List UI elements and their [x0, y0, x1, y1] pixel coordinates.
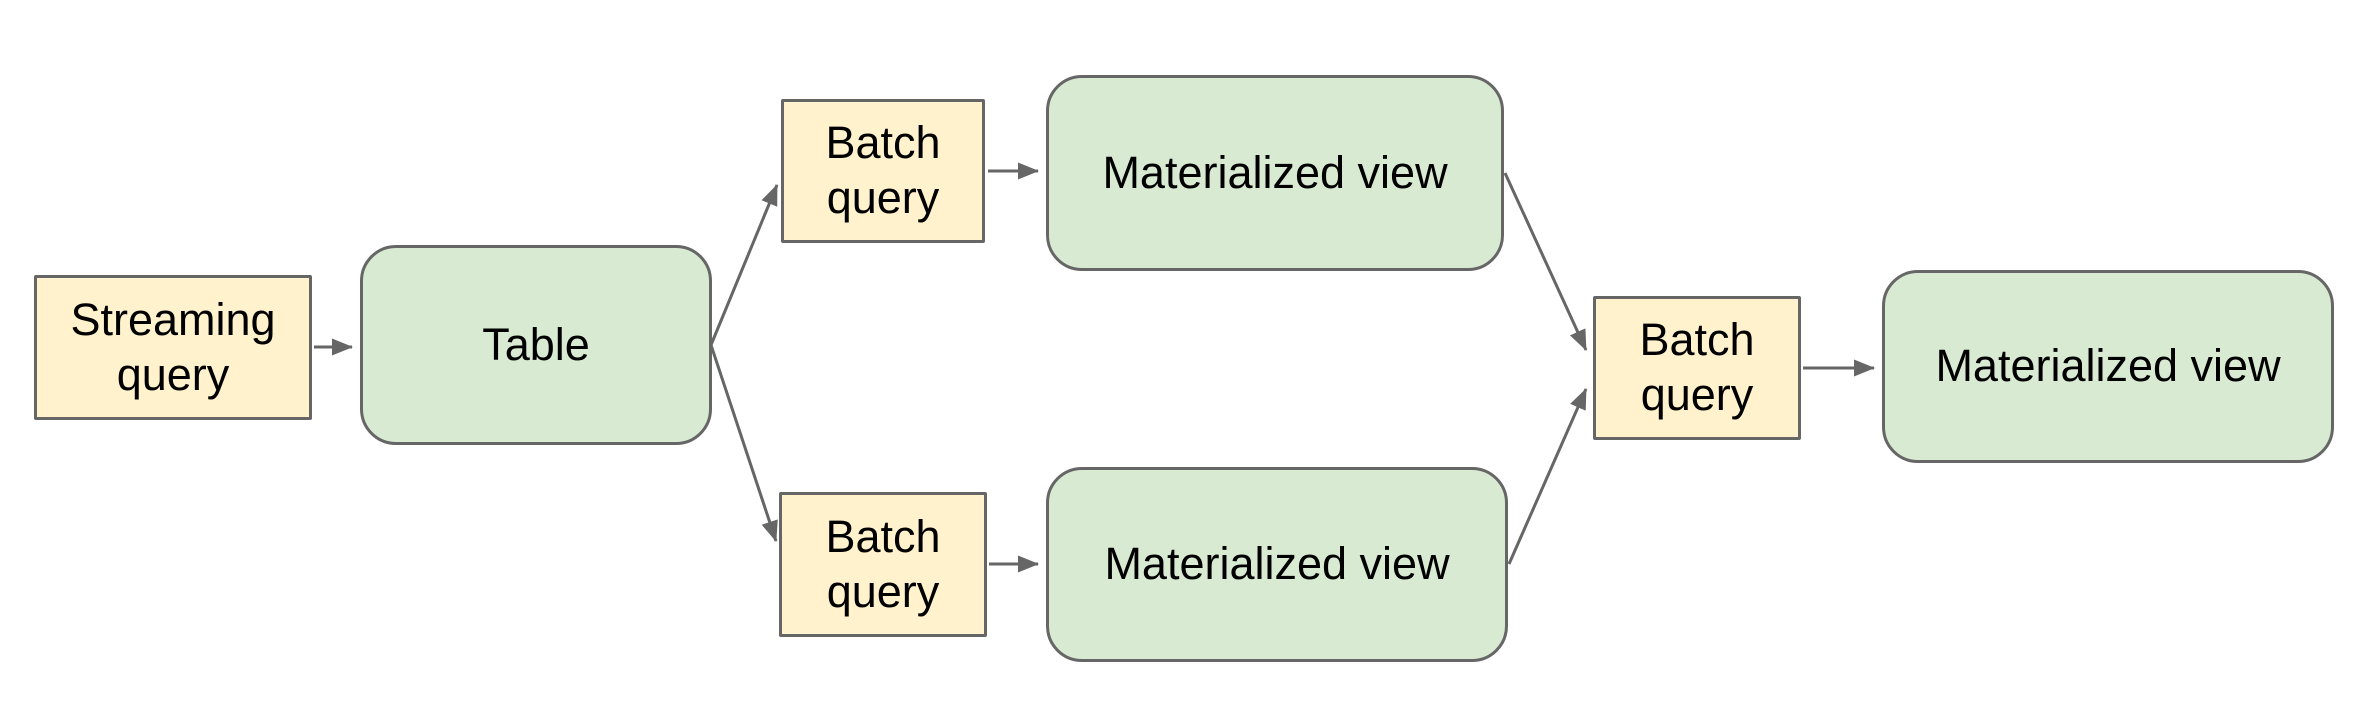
- node-table: Table: [360, 245, 712, 445]
- edge-mat-view-top-to-batch-query-right: [1503, 172, 1588, 351]
- node-materialized-view-bottom: Materialized view: [1046, 467, 1508, 662]
- node-materialized-view-top: Materialized view: [1046, 75, 1504, 271]
- node-batch-query-right: Batch query: [1593, 296, 1801, 440]
- node-streaming-query: Streaming query: [34, 275, 312, 420]
- edge-table-to-batch-query-bottom: [709, 344, 778, 542]
- node-batch-query-bottom: Batch query: [779, 492, 987, 637]
- edge-mat-view-bottom-to-batch-query-right: [1507, 388, 1588, 565]
- node-batch-query-top: Batch query: [781, 99, 985, 243]
- node-materialized-view-right: Materialized view: [1882, 270, 2334, 463]
- edge-table-to-batch-query-top: [709, 184, 779, 346]
